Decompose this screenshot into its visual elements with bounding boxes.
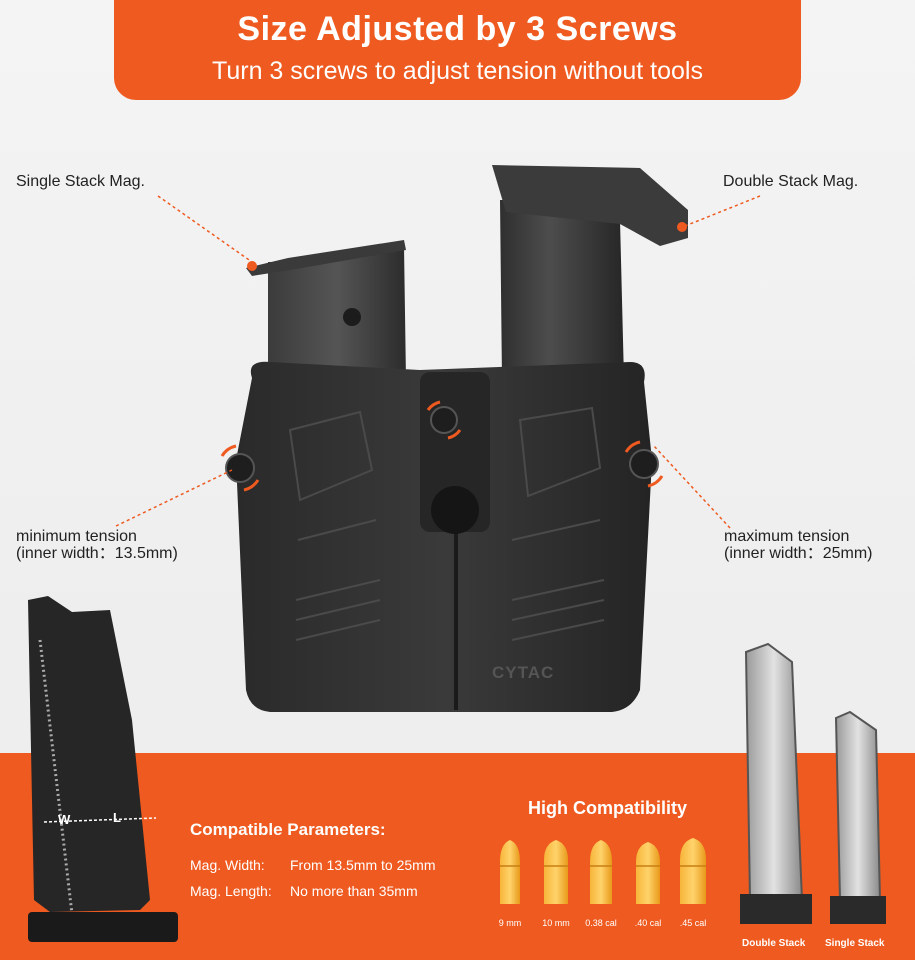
- brand-logo: CYTAC: [492, 663, 555, 682]
- param-key: Mag. Length:: [190, 883, 272, 899]
- label-single-stack-bottom: Single Stack: [825, 938, 885, 949]
- param-row-length: Mag. Length: No more than 35mm: [190, 883, 418, 899]
- width-marker: W: [58, 812, 71, 827]
- callout-dot-single: [247, 261, 257, 271]
- callout-lines: [115, 195, 761, 529]
- bullet-10mm-icon: [544, 840, 568, 904]
- label-max-tension: maximum tension: [724, 528, 850, 545]
- double-stack-silver-magazine: [740, 642, 812, 924]
- caliber-label: .40 cal: [634, 918, 662, 928]
- param-value: From 13.5mm to 25mm: [290, 857, 436, 873]
- label-double-stack: Double Stack Mag.: [723, 173, 859, 190]
- params-title: Compatible Parameters:: [190, 820, 386, 839]
- param-key: Mag. Width:: [190, 857, 265, 873]
- screw-left-icon: [220, 444, 260, 492]
- measured-magazine: [28, 596, 178, 942]
- label-max-width: (inner width：25mm): [724, 545, 873, 562]
- header-banner: Size Adjusted by 3 Screws Turn 3 screws …: [114, 0, 801, 100]
- screw-center-icon: [426, 400, 462, 440]
- double-stack-magazine: [492, 165, 688, 380]
- single-stack-magazine: [246, 240, 406, 380]
- label-min-tension: minimum tension: [16, 528, 137, 545]
- bullet-40cal-icon: [636, 842, 660, 904]
- label-min-width: (inner width：13.5mm): [16, 545, 178, 562]
- caliber-label: 0.38 cal: [585, 918, 617, 928]
- caliber-label: 10 mm: [542, 918, 570, 928]
- single-stack-silver-magazine: [830, 710, 886, 924]
- label-single-stack: Single Stack Mag.: [16, 173, 145, 190]
- param-value: No more than 35mm: [290, 883, 418, 899]
- label-double-stack-bottom: Double Stack: [742, 938, 806, 949]
- page-title: Size Adjusted by 3 Screws: [237, 10, 678, 48]
- bullet-9mm-icon: [500, 840, 520, 904]
- compat-title: High Compatibility: [528, 798, 687, 818]
- bullet-45cal-icon: [680, 838, 706, 904]
- caliber-label: .45 cal: [679, 918, 707, 928]
- caliber-bullets: [500, 838, 706, 904]
- callout-dot-double: [677, 222, 687, 232]
- param-row-width: Mag. Width: From 13.5mm to 25mm: [190, 857, 435, 873]
- caliber-label: 9 mm: [498, 918, 522, 928]
- screw-right-icon: [624, 440, 664, 488]
- length-marker: L: [113, 810, 121, 825]
- page-subtitle: Turn 3 screws to adjust tension without …: [212, 57, 703, 85]
- bullet-38cal-icon: [590, 840, 612, 904]
